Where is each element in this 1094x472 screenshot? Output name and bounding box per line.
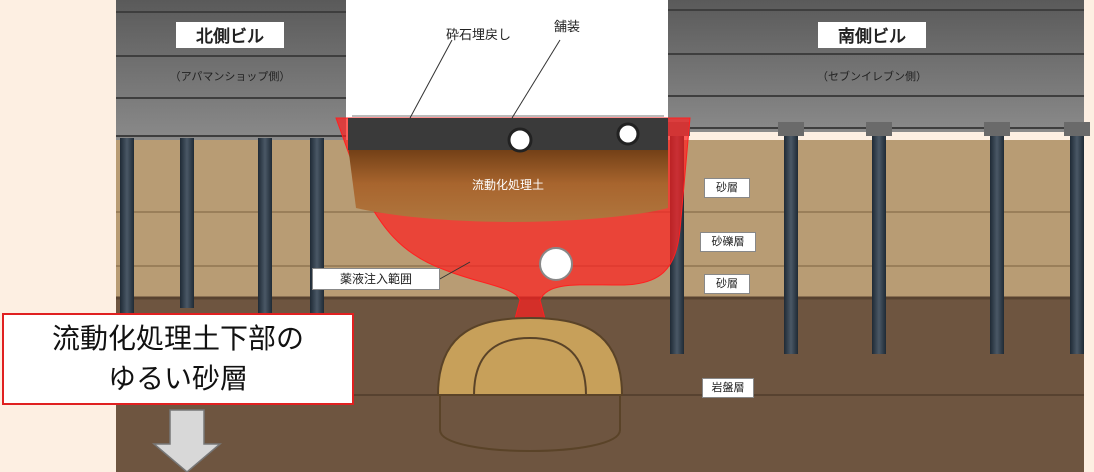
north-building-bands (116, 11, 346, 137)
south-building (668, 0, 1084, 132)
down-arrow (151, 409, 223, 472)
north-building-sub: （アパマンショップ側） (169, 70, 291, 83)
south-building-name: 南側ビル (818, 22, 926, 48)
pipe-3 (539, 247, 573, 281)
flowable-soil (348, 146, 668, 222)
loose-sand-callout: 流動化処理土下部の ゆるい砂層 (2, 313, 354, 405)
pavement-label: 舗装 (554, 20, 581, 35)
gravel-layer-label: 砂礫層 (700, 232, 756, 252)
south-building-sub: （セブンイレブン側） (817, 70, 927, 83)
fill-leader (409, 39, 453, 119)
callout-line-1: 流動化処理土下部の (51, 322, 304, 355)
injection-range-label: 薬液注入範囲 (312, 268, 440, 290)
bedrock-layer-label: 岩盤層 (702, 378, 754, 398)
pavement-leader (511, 39, 561, 119)
fill-label: 砕石埋戻し (446, 28, 512, 43)
pipe-2 (616, 122, 640, 146)
pipe-1 (507, 127, 533, 153)
sand-layer-label-2: 砂層 (704, 274, 750, 294)
callout-line-2: ゆるい砂層 (107, 362, 248, 395)
north-building-name: 北側ビル (176, 22, 284, 48)
road-excavation (346, 0, 668, 118)
sand-layer-label-1: 砂層 (704, 178, 750, 198)
injection-leader (437, 261, 471, 281)
flowable-soil-label: 流動化処理土 (472, 178, 545, 192)
pavement-structure (348, 118, 668, 150)
tunnel-inner (473, 336, 587, 396)
tunnel-dome (436, 316, 624, 396)
south-piles (670, 132, 1084, 354)
tunnel-bottom (439, 395, 621, 452)
